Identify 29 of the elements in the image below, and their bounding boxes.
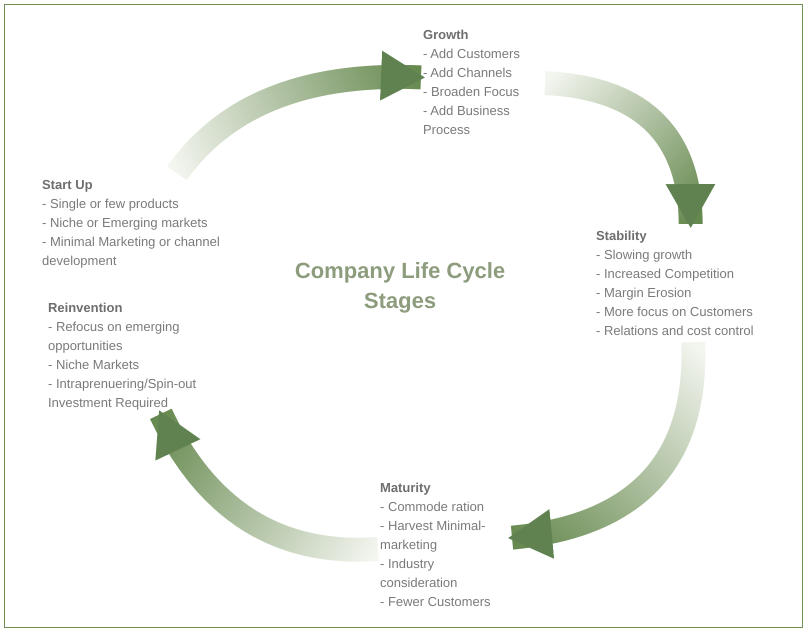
bullet-item: - Add Customers [423, 45, 521, 63]
bullet-item: - Niche Markets [48, 356, 140, 374]
stage-heading: Maturity [380, 479, 432, 497]
bullet-item: - More focus on Customers [596, 303, 754, 321]
bullet-item: - Add Business Process [423, 102, 511, 139]
bullet-item: - Margin Erosion [596, 284, 692, 302]
bullet-item: - Fewer Customers [380, 593, 492, 611]
curved-arrow [167, 52, 425, 181]
bullet-item: - Minimal Marketing or channel development [42, 233, 221, 270]
bullet-item: - Add Channels [423, 64, 513, 82]
stage-heading: Stability [596, 227, 648, 245]
curved-arrow [508, 342, 706, 558]
bullet-item: - Industry consideration [380, 555, 458, 592]
bullet-item: - Commode ration [380, 498, 486, 516]
stage-heading: Reinvention [48, 299, 124, 317]
bullet-item: - Refocus on emerging opportunities [48, 318, 181, 355]
bullet-item: - Increased Competition [596, 265, 736, 283]
diagram-title: Company Life Cycle Stages [294, 257, 506, 315]
curved-arrow [150, 408, 378, 562]
bullet-item: - Single or few products [42, 195, 180, 213]
bullet-item: - Niche or Emerging markets [42, 214, 208, 232]
bullet-item: - Intraprenuering/Spin-out Investment Required [48, 375, 198, 412]
stage-heading: Start Up [42, 176, 94, 194]
stage-heading: Growth [423, 26, 470, 44]
curved-arrow [544, 71, 714, 228]
bullet-item: - Broaden Focus [423, 83, 520, 101]
bullet-item: - Harvest Minimal-marketing [380, 517, 486, 554]
bullet-item: - Slowing growth [596, 246, 694, 264]
bullet-item: - Relations and cost control [596, 322, 755, 340]
